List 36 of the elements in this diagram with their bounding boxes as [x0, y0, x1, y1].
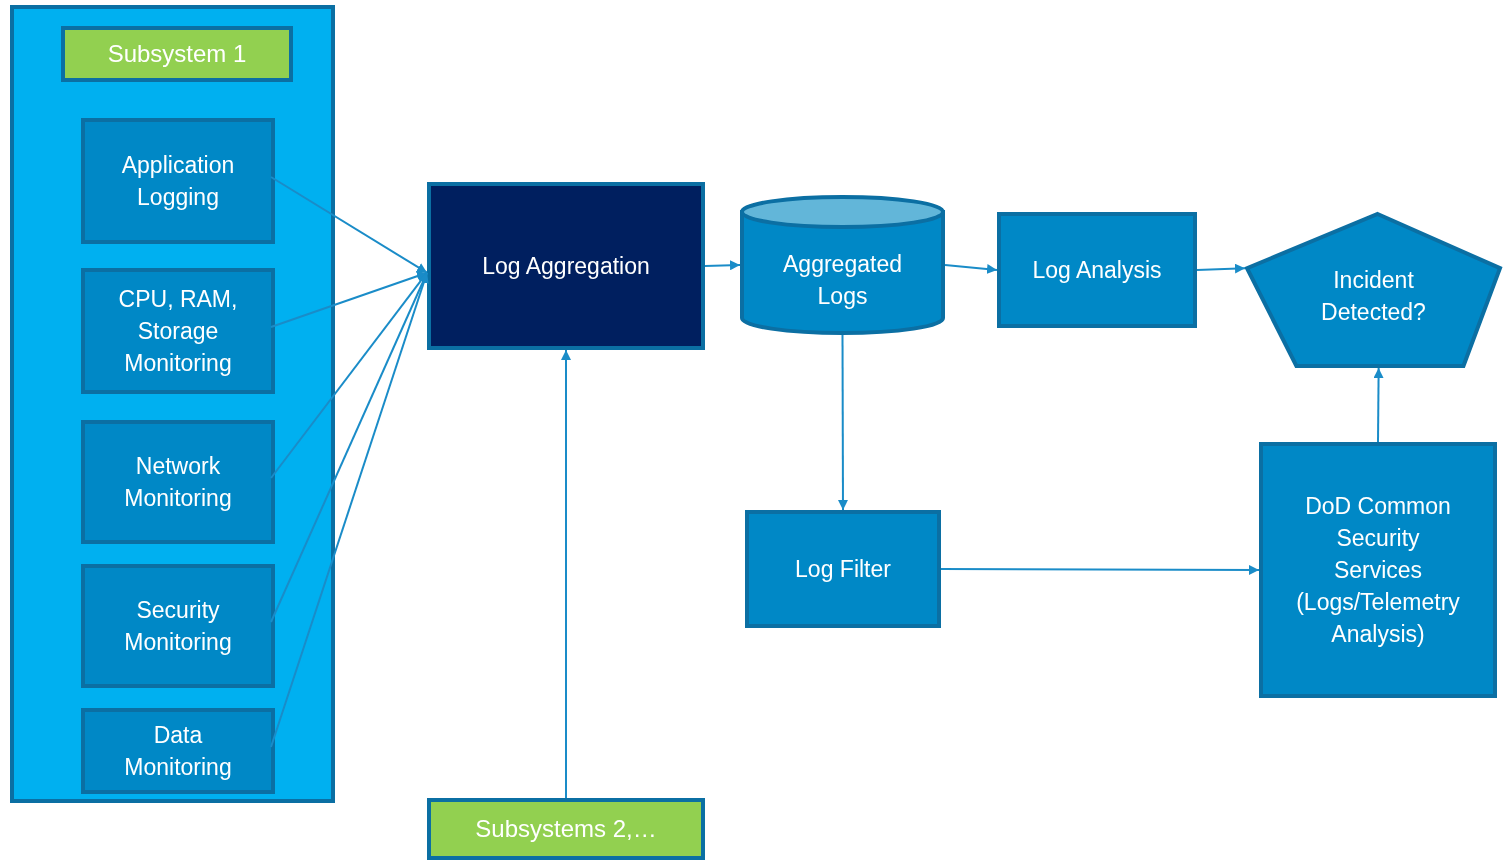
box-label: Log Filter	[795, 555, 891, 584]
box-label: CPU, RAM, Storage Monitoring	[117, 285, 239, 378]
arrow	[944, 264, 998, 274]
arrow	[270, 176, 428, 274]
box-label: Incident Detected?	[1320, 266, 1427, 327]
arrow	[1196, 263, 1246, 274]
title-box	[427, 798, 705, 860]
title-box	[61, 26, 293, 82]
box-label: Network Monitoring	[123, 452, 233, 513]
box-label: Log Aggregation	[482, 252, 650, 281]
process-box	[81, 420, 275, 544]
panel-background	[10, 5, 335, 803]
arrow	[704, 260, 741, 271]
arrow	[837, 334, 848, 511]
process-box	[81, 564, 275, 688]
process-box	[427, 182, 705, 350]
box-label: Security Monitoring	[123, 596, 233, 657]
process-box	[997, 212, 1197, 328]
process-box	[81, 118, 275, 244]
box-label: Log Analysis	[1032, 256, 1162, 285]
process-box	[81, 708, 275, 794]
arrow	[940, 564, 1260, 575]
box-label: DoD Common Security Services (Logs/Telemetry Analysis)	[1295, 492, 1461, 649]
arrow	[1373, 367, 1384, 443]
box-label: Application Logging	[120, 151, 236, 212]
box-label: Subsystem 1	[107, 39, 247, 69]
arrow	[561, 349, 571, 799]
process-box	[745, 510, 941, 628]
arrow	[270, 271, 428, 623]
process-box	[81, 268, 275, 394]
box-label: Data Monitoring	[123, 721, 233, 782]
arrow	[270, 271, 429, 748]
box-label: Aggregated Logs	[782, 250, 903, 311]
arrow	[270, 271, 428, 328]
process-box	[1259, 442, 1497, 698]
box-label: Subsystems 2,…	[475, 814, 657, 844]
